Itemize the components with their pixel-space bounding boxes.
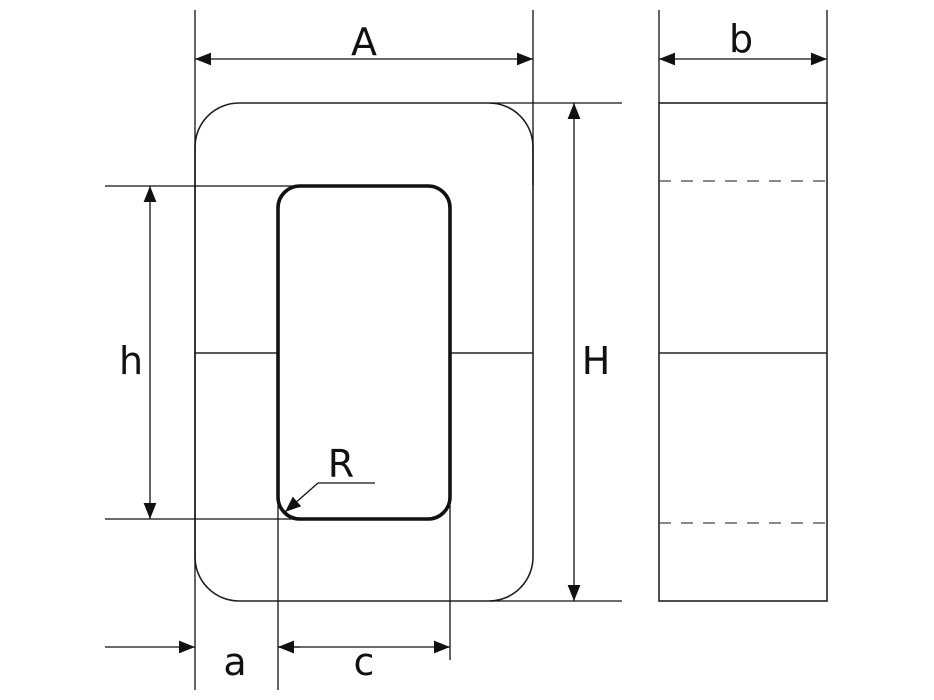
dimension-h-label: h	[119, 339, 143, 383]
dimension-c-label: c	[354, 640, 375, 684]
dimension-H-label: H	[582, 339, 611, 383]
dimension-a-label: a	[223, 640, 246, 684]
core-outer-outline	[194, 102, 534, 602]
dimension-R-label: R	[328, 442, 354, 486]
side-view-outline	[658, 102, 828, 602]
core-window-outline	[276, 184, 452, 521]
dimension-A-label: A	[351, 20, 377, 64]
dimension-R-leader-arrow	[284, 482, 319, 513]
dimension-b-label: b	[729, 17, 753, 61]
